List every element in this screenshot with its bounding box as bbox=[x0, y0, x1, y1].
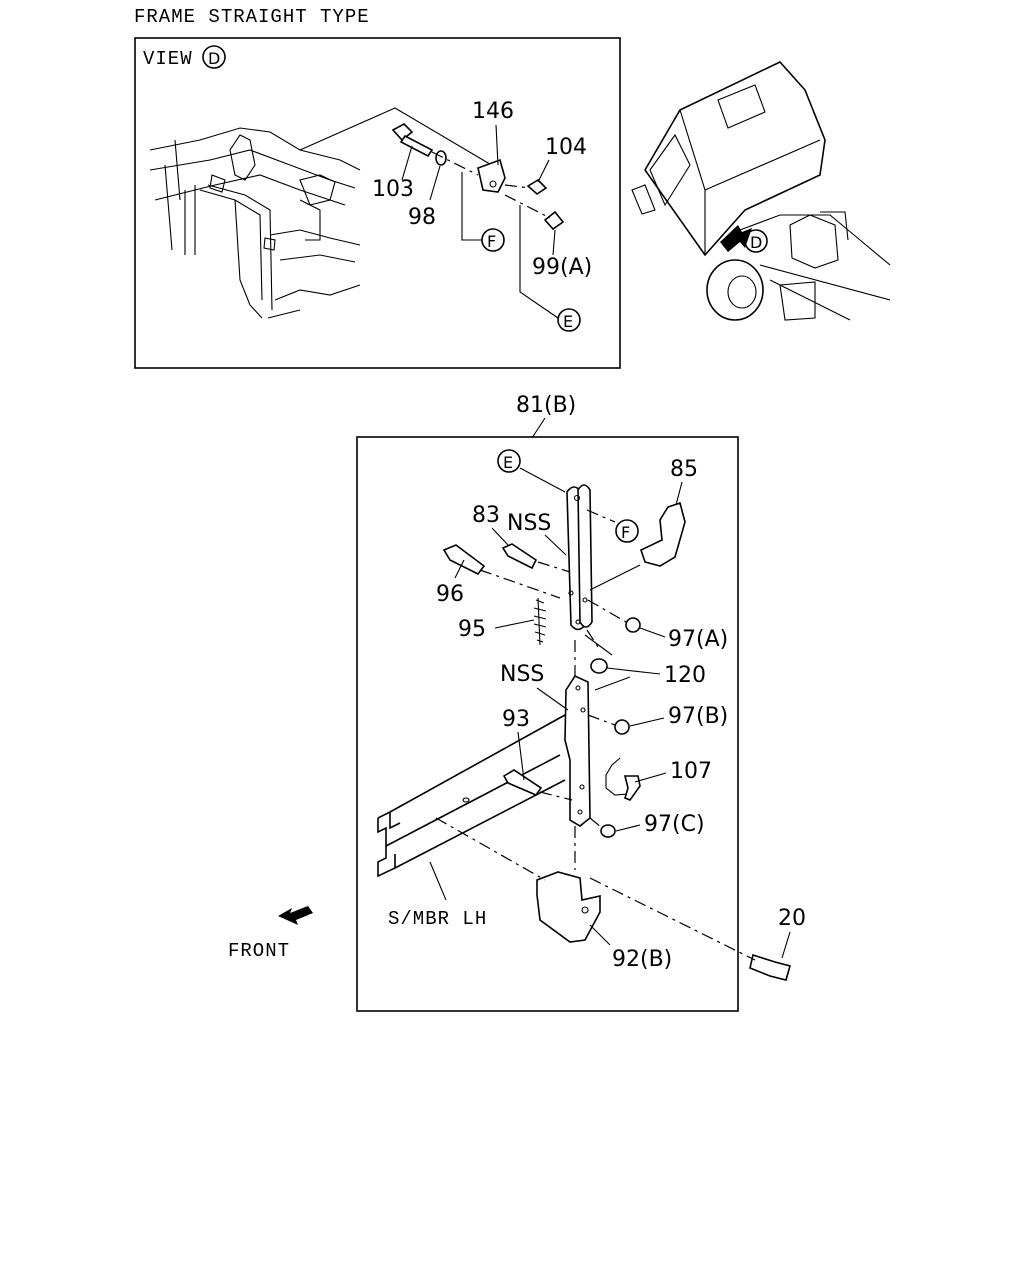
side-member-lh bbox=[377, 714, 566, 878]
view-d-inset: VIEW D bbox=[134, 37, 621, 369]
lower-link bbox=[564, 674, 591, 827]
svg-text:F: F bbox=[487, 232, 496, 251]
frame-structure-sketch bbox=[149, 107, 501, 319]
callout-e-top bbox=[557, 308, 581, 332]
label-85: 85 bbox=[670, 457, 698, 482]
washer-98 bbox=[435, 150, 447, 166]
callout-f-top bbox=[481, 228, 505, 252]
label-97b: 97(B) bbox=[668, 704, 728, 729]
label-104: 104 bbox=[545, 135, 587, 160]
bolt-96 bbox=[442, 544, 486, 576]
nut-104 bbox=[526, 178, 548, 196]
label-93: 93 bbox=[502, 707, 530, 732]
arrow-d-icon bbox=[720, 225, 752, 252]
bolt-103 bbox=[391, 123, 434, 158]
diagram-title: FRAME STRAIGHT TYPE bbox=[134, 6, 370, 28]
nut-97a bbox=[625, 617, 641, 633]
spring-95 bbox=[533, 599, 547, 643]
view-letter-circle bbox=[202, 45, 226, 69]
main-assembly-box: E F 85 83 NSS 96 95 97(A) 120 NSS 97(B) … bbox=[356, 436, 791, 1012]
callout-e-main bbox=[497, 449, 521, 473]
label-107: 107 bbox=[670, 759, 712, 784]
label-96: 96 bbox=[436, 582, 464, 607]
upper-link bbox=[566, 484, 593, 631]
bracket-92b bbox=[536, 871, 601, 943]
callout-d-truck bbox=[744, 229, 768, 253]
label-146: 146 bbox=[472, 99, 514, 124]
svg-text:E: E bbox=[563, 312, 573, 331]
washer-120 bbox=[590, 658, 608, 674]
label-92b: 92(B) bbox=[612, 947, 672, 972]
bracket-146 bbox=[477, 124, 506, 193]
bracket-85 bbox=[640, 501, 686, 567]
label-99a: 99(A) bbox=[532, 255, 592, 280]
bolt-93 bbox=[502, 769, 543, 796]
label-120: 120 bbox=[664, 663, 706, 688]
label-98: 98 bbox=[408, 205, 436, 230]
label-nss-upper: NSS bbox=[507, 511, 551, 536]
label-20: 20 bbox=[778, 906, 806, 931]
label-nss-lower: NSS bbox=[500, 662, 544, 687]
label-95: 95 bbox=[458, 617, 486, 642]
front-indicator: FRONT bbox=[228, 906, 313, 962]
label-front: FRONT bbox=[228, 940, 290, 962]
label-smbr-lh: S/MBR LH bbox=[388, 908, 487, 930]
truck-location-sketch: D bbox=[631, 61, 891, 321]
label-97c: 97(C) bbox=[644, 812, 705, 837]
label-81b: 81(B) bbox=[516, 393, 576, 418]
view-letter: D bbox=[208, 49, 220, 68]
nut-99a bbox=[543, 210, 565, 231]
bolt-20 bbox=[749, 953, 791, 981]
view-label: VIEW bbox=[143, 48, 193, 70]
svg-text:D: D bbox=[750, 233, 762, 252]
front-arrow-icon bbox=[278, 906, 313, 925]
callout-f-main bbox=[615, 519, 639, 543]
svg-text:E: E bbox=[503, 453, 513, 472]
bolt-83 bbox=[501, 543, 538, 570]
label-103: 103 bbox=[372, 177, 414, 202]
label-97a: 97(A) bbox=[668, 627, 728, 652]
label-83: 83 bbox=[472, 503, 500, 528]
svg-text:F: F bbox=[621, 523, 630, 542]
nut-97b bbox=[614, 719, 630, 735]
nut-97c bbox=[600, 824, 616, 838]
